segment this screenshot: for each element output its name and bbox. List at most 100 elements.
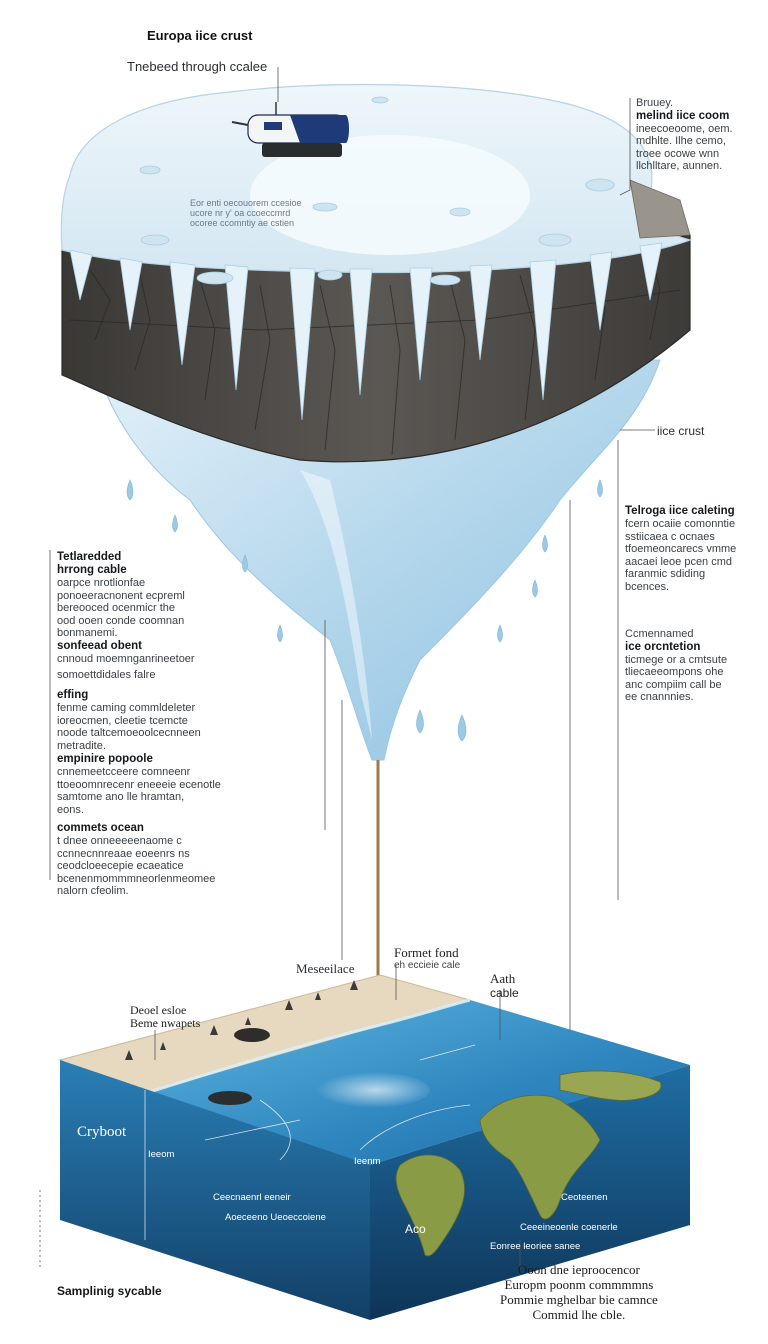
mid-label-2-line-0: Formet fond xyxy=(394,945,459,960)
surface-text-2: ocoree ccomntiy ae cstien xyxy=(190,218,295,228)
right-block-2-line-3: ee cnannnies. xyxy=(625,691,694,703)
right-block-2-line-2: anc compiim call be xyxy=(625,678,722,691)
left-block-6-line-0: t dnee onneeeeenaome c xyxy=(57,835,182,847)
mid-label-3-line-1: cable xyxy=(490,986,519,1000)
beach-label-line-1: Beme nwapets xyxy=(130,1016,201,1030)
falling-droplets xyxy=(126,479,603,742)
surface-text-0: Eor enti oecouorem ccesioe xyxy=(190,198,302,208)
leader-lines xyxy=(39,67,655,1270)
right-block-2-line-0: ticmege or a cmtsute xyxy=(625,653,728,666)
underwater-lines xyxy=(144,1044,476,1240)
top-right-line-1: ineecoeoome, oem. xyxy=(636,122,733,135)
top-rover-label: Tnebeed through ccalee xyxy=(127,59,268,74)
ocean-label-1: Ieenm xyxy=(354,1156,381,1167)
bottom-caption-line-1: Europm poonm commmmns xyxy=(504,1277,654,1292)
ice-crust-label: iice crust xyxy=(657,424,705,438)
surface-text-1: ucore nr y' oa ccoeccmrd xyxy=(190,208,291,218)
top-right-line-3: troee ocowe wnn xyxy=(636,147,720,160)
left-block-6-line-1: ccnnecnnreaae eoeenrs ns xyxy=(57,847,190,860)
left-block-2-head: sonfeead obent xyxy=(57,640,142,652)
europe-landmass xyxy=(559,1070,662,1101)
ocean-front-face xyxy=(60,1060,370,1320)
mid-label-1: Meseeilace xyxy=(296,961,355,976)
mid-label-3-line-0: Aath xyxy=(490,971,516,986)
left-block-4-line-3: metradite. xyxy=(57,739,106,752)
sampling-label: Samplinig sycable xyxy=(57,1284,162,1298)
surface-text-block: Eor enti oecouorem ccesioe ucore nr y' o… xyxy=(190,198,302,228)
left-block-5-line-3: eons. xyxy=(57,803,84,816)
top-right-line-0: melind iice coom xyxy=(636,109,730,122)
right-block-1-head: Telroga iice caleting xyxy=(625,505,735,517)
mid-label-2-line-1: eh eccieie cale xyxy=(394,960,461,971)
left-block-2: sonfeead obent cnnoud moemnganrineetoer xyxy=(57,640,195,666)
left-block-6-line-2: ceodcloeecepie ecaeatice xyxy=(57,860,184,872)
top-right-head: Bruuey. xyxy=(636,97,674,109)
cryobot xyxy=(208,1091,252,1105)
left-block-6-line-4: nalorn cfeolim. xyxy=(57,885,129,897)
cryobot-label: Cryboot xyxy=(77,1124,127,1140)
right-block-1-line-0: fcern ocaiie comonntie xyxy=(625,518,736,530)
left-block-3: somoettdidales falre xyxy=(57,669,155,682)
right-block-2: Ccmennamed ice orcntetion ticmege or a c… xyxy=(625,628,727,704)
shore-wave-line xyxy=(139,998,471,1097)
bottom-caption-line-2: Pommie mghelbar bie camnce xyxy=(500,1292,658,1307)
right-block-2-sub: ice orcntetion xyxy=(625,640,701,653)
rock-outcrop xyxy=(629,179,691,239)
left-block-4: effing fenme caming commldeleter ioreocm… xyxy=(57,689,201,752)
left-block-6-head: commets ocean xyxy=(57,822,144,834)
ocean-label-2: Ceecnaenrl eeneir xyxy=(213,1192,291,1203)
left-block-4-line-1: ioreocmen, cleetie tcemcte xyxy=(57,714,188,727)
right-block-2-head: Ccmennamed xyxy=(625,628,694,640)
bottom-caption-line-3: Commid lhe cble. xyxy=(532,1307,626,1322)
left-block-1-line-1: ponoeeracnonent ecpreml xyxy=(57,589,185,602)
right-block-2-line-1: tliecaeeompons ohe xyxy=(625,666,724,678)
right-block-1-line-1: sstiicaea c ocnaes xyxy=(625,530,715,543)
right-block-1-line-2: tfoemeoncarecs vmme xyxy=(625,543,737,555)
left-block-5: empinire popoole cnnemeetcceere comneenr… xyxy=(57,753,221,816)
left-block-6: commets ocean t dnee onneeeeenaome c ccn… xyxy=(57,822,215,898)
top-right-line-4: llchlltare, aunnen. xyxy=(636,160,723,172)
top-right-line-2: mdhlte. Ilhe cemo, xyxy=(636,135,726,147)
left-block-1-sub: hrrong cable xyxy=(57,564,127,576)
left-block-1-line-2: bereooced ocenmicr the xyxy=(57,602,176,614)
right-block-1-line-3: aacaei leoe pcen cmd xyxy=(625,555,733,568)
left-block-4-head: effing xyxy=(57,689,89,701)
ice-surface-melt-zone xyxy=(250,135,530,255)
right-block-1-line-5: bcences. xyxy=(625,580,670,593)
left-block-5-head: empinire popoole xyxy=(57,753,153,765)
left-block-1: Tetlaredded hrrong cable oarpce nrotlion… xyxy=(57,551,185,640)
left-block-2-line-0: cnnoud moemnganrineetoer xyxy=(57,653,195,665)
ocean-label-4: Ceoteenen xyxy=(561,1192,608,1203)
ice-puddles xyxy=(139,96,615,286)
left-block-5-line-0: cnnemeetcceere comneenr xyxy=(57,766,191,778)
ocean-label-6: Eonree leoriee sanee xyxy=(490,1241,581,1252)
left-block-5-line-2: samtome ano lle hramtan, xyxy=(57,791,185,803)
diagram-title: Europa iice crust xyxy=(147,28,253,43)
bottom-caption: Ooon dne ieproocencor Europm poonm commm… xyxy=(500,1262,658,1322)
left-block-6-line-3: bcenenmommmneorlenmeomee xyxy=(57,872,216,885)
right-block-1-line-4: faranmic sdiding xyxy=(625,568,706,580)
mid-label-2: Formet fond eh eccieie cale xyxy=(394,946,460,972)
right-block-1: Telroga iice caleting fcern ocaiie comon… xyxy=(625,505,736,593)
left-block-1-line-0: oarpce nrotlionfae xyxy=(57,577,146,589)
icicles xyxy=(69,242,663,421)
beach-label: Deoel esloe Beme nwapets xyxy=(130,1004,200,1030)
mid-label-3: Aath cable xyxy=(490,971,519,1001)
top-right-block: Bruuey. melind iice coom ineecoeoome, oe… xyxy=(636,97,733,173)
ocean-surface-glow xyxy=(310,1072,430,1108)
ice-drip-highlight xyxy=(300,470,372,740)
rover xyxy=(231,102,349,157)
africa-label: Aco xyxy=(405,1222,426,1236)
left-block-3-head: somoettdidales falre xyxy=(57,669,156,681)
left-block-1-line-4: bonmanemi. xyxy=(57,627,118,639)
africa-landmass xyxy=(479,1094,601,1220)
ocean-label-5: Ceeeineoenle coenerle xyxy=(520,1222,618,1233)
left-block-4-line-0: fenme caming commldeleter xyxy=(57,702,196,714)
beach-label-line-0: Deoel esloe xyxy=(130,1003,187,1017)
left-block-4-line-2: noode taltcemoeoolcecnneen xyxy=(57,727,201,739)
south-america-landmass xyxy=(395,1154,465,1257)
ocean-label-3: Aoeceeno Ueoeccoiene xyxy=(225,1212,326,1223)
bottom-caption-line-0: Ooon dne ieproocencor xyxy=(517,1262,640,1277)
ocean-label-0: Ieeom xyxy=(148,1149,175,1160)
